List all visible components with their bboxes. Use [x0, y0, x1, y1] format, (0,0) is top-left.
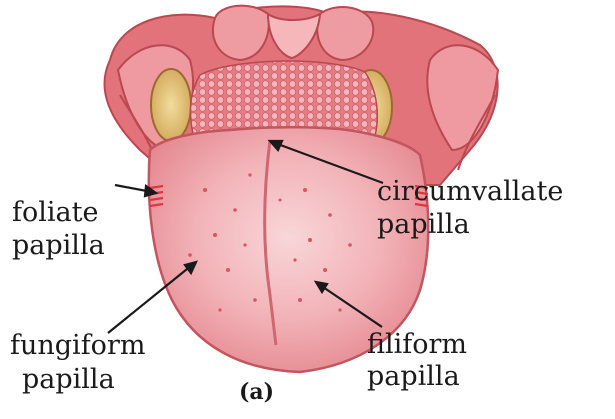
label-foliate-line1: foliate: [12, 199, 98, 226]
label-filiform-line1: filiform: [367, 331, 467, 358]
label-fungiform-line1: fungiform: [10, 332, 145, 359]
label-filiform-line2: papilla: [367, 363, 460, 390]
label-foliate-line2: papilla: [12, 232, 105, 259]
left-tonsil: [151, 69, 191, 141]
label-fungiform-line2: papilla: [22, 366, 115, 393]
label-circumvallate-line1: circumvallate: [377, 178, 563, 205]
figure-caption: (a): [239, 381, 274, 403]
label-circumvallate-line2: papilla: [377, 211, 470, 238]
